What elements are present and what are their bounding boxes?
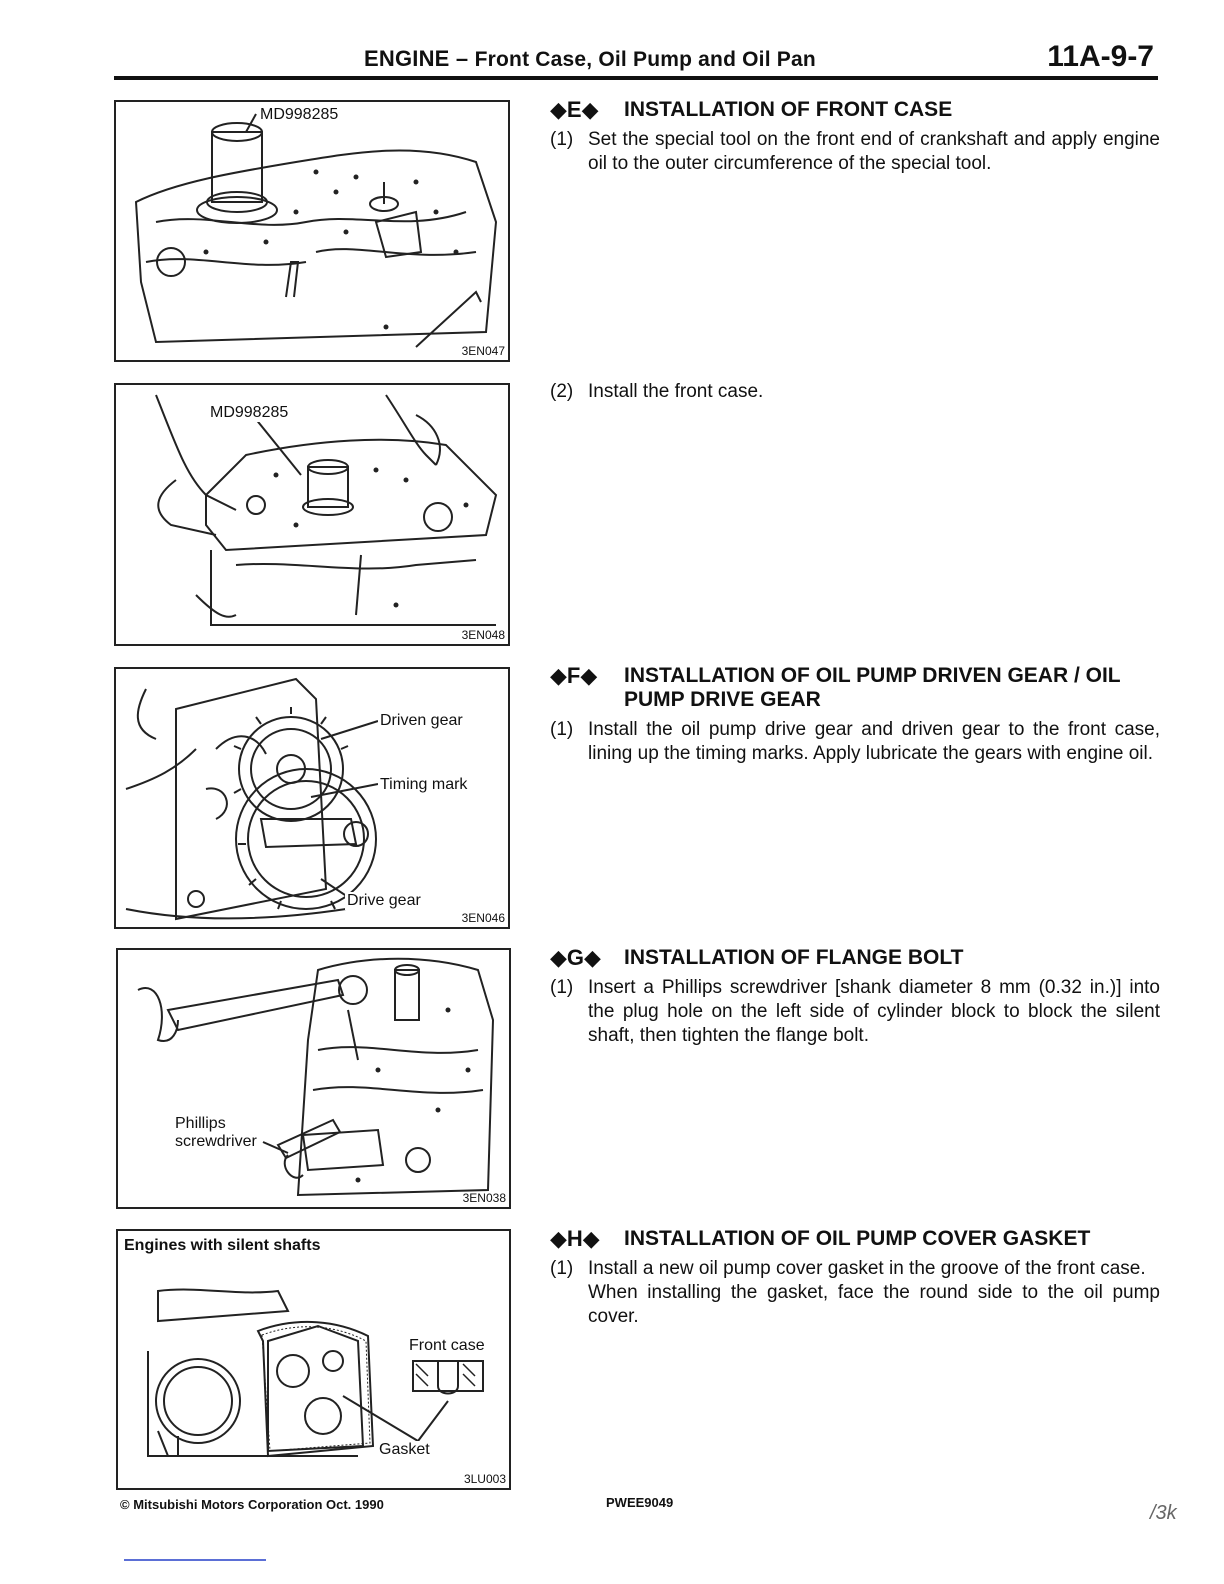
section-f: ◆F◆ INSTALLATION OF OIL PUMP DRIVEN GEAR… (550, 664, 1160, 766)
step-number: (1) (550, 1258, 574, 1279)
step-text: Install the oil pump drive gear and driv… (588, 719, 1160, 764)
figure-3en038: Phillips screwdriver 3EN038 (116, 948, 511, 1209)
figure-code: 3EN038 (462, 1191, 506, 1205)
front-case-illustration (155, 394, 498, 626)
screwdriver-label: screwdriver (173, 1133, 259, 1151)
page-header: ENGINE – Front Case, Oil Pump and Oil Pa… (114, 38, 1158, 80)
step-number: (1) (550, 719, 574, 740)
step-number (550, 1281, 588, 1329)
flange-bolt-illustration (137, 957, 495, 1197)
step-number: (1) (550, 977, 574, 998)
section-e: ◆E◆ INSTALLATION OF FRONT CASE (1) Set t… (550, 98, 1160, 176)
copyright-footer: © Mitsubishi Motors Corporation Oct. 199… (120, 1497, 384, 1512)
step-number: (2) (550, 381, 574, 402)
oil-pump-gears-illustration (125, 677, 379, 921)
figure-3en048: MD998285 3EN048 (114, 383, 510, 646)
section-title: INSTALLATION OF OIL PUMP COVER GASKET (624, 1227, 1091, 1250)
section-marker: ◆F◆ (550, 663, 598, 688)
section-title: INSTALLATION OF FRONT CASE (624, 98, 953, 121)
step-text: Install the front case. (588, 381, 764, 402)
step: (2) Install the front case. (550, 380, 1160, 404)
step-continuation: When installing the gasket, face the rou… (550, 1281, 1160, 1329)
gasket-label: Gasket (377, 1441, 432, 1459)
step: (1) Install a new oil pump cover gasket … (550, 1257, 1160, 1281)
section-g: ◆G◆ INSTALLATION OF FLANGE BOLT (1) Inse… (550, 946, 1160, 1048)
page-number: 11A-9-7 (1047, 40, 1154, 73)
section-heading: ◆F◆ INSTALLATION OF OIL PUMP DRIVEN GEAR… (550, 664, 1160, 712)
figure-code: 3LU003 (463, 1472, 506, 1486)
section-heading: ◆H◆ INSTALLATION OF OIL PUMP COVER GASKE… (550, 1227, 1160, 1251)
section-marker: ◆G◆ (550, 945, 601, 970)
front-case-label: Front case (407, 1337, 487, 1355)
step-number: (1) (550, 129, 574, 150)
step-text: Set the special tool on the front end of… (588, 129, 1160, 174)
handwritten-mark: /3k (1150, 1502, 1177, 1524)
step: (1) Insert a Phillips screwdriver [shank… (550, 976, 1160, 1048)
drive-gear-label: Drive gear (345, 892, 423, 910)
step: (1) Install the oil pump drive gear and … (550, 718, 1160, 766)
blue-underline-mark (124, 1559, 266, 1561)
page-title: ENGINE – Front Case, Oil Pump and Oil Pa… (364, 46, 816, 72)
section-heading: ◆E◆ INSTALLATION OF FRONT CASE (550, 98, 1160, 122)
section-e-step-2: (2) Install the front case. (550, 374, 1160, 404)
gasket-groove-illustration (147, 1288, 484, 1458)
timing-mark-label: Timing mark (378, 776, 470, 794)
tool-label: MD998285 (208, 404, 291, 422)
section-h: ◆H◆ INSTALLATION OF OIL PUMP COVER GASKE… (550, 1227, 1160, 1329)
section-title: INSTALLATION OF FLANGE BOLT (624, 946, 964, 969)
section-title: INSTALLATION OF OIL PUMP DRIVEN GEAR / O… (624, 664, 1121, 711)
step-text: Insert a Phillips screwdriver [shank dia… (588, 977, 1160, 1046)
section-heading: ◆G◆ INSTALLATION OF FLANGE BOLT (550, 946, 1160, 970)
figure-heading: Engines with silent shafts (124, 1237, 321, 1254)
figure-code: 3EN046 (461, 911, 505, 925)
driven-gear-label: Driven gear (378, 712, 465, 730)
figure-code: 3EN048 (461, 628, 505, 642)
figure-3en046: Driven gear Timing mark Drive gear 3EN04… (114, 667, 510, 929)
figure-3lu003: Engines with silent shafts Front case Ga… (116, 1229, 511, 1490)
phillips-label: Phillips (173, 1115, 228, 1133)
step-text: Install a new oil pump cover gasket in t… (588, 1258, 1146, 1279)
figure-3en047: MD998285 3EN047 (114, 100, 510, 362)
document-code: PWEE9049 (606, 1495, 674, 1510)
section-marker: ◆H◆ (550, 1226, 600, 1251)
title-main: ENGINE – (364, 46, 469, 71)
step-text: When installing the gasket, face the rou… (588, 1282, 1160, 1327)
title-sub: Front Case, Oil Pump and Oil Pan (474, 48, 816, 71)
figure-code: 3EN047 (461, 344, 505, 358)
engine-block-illustration (134, 113, 498, 348)
tool-label: MD998285 (258, 106, 341, 124)
section-marker: ◆E◆ (550, 97, 599, 122)
step: (1) Set the special tool on the front en… (550, 128, 1160, 176)
